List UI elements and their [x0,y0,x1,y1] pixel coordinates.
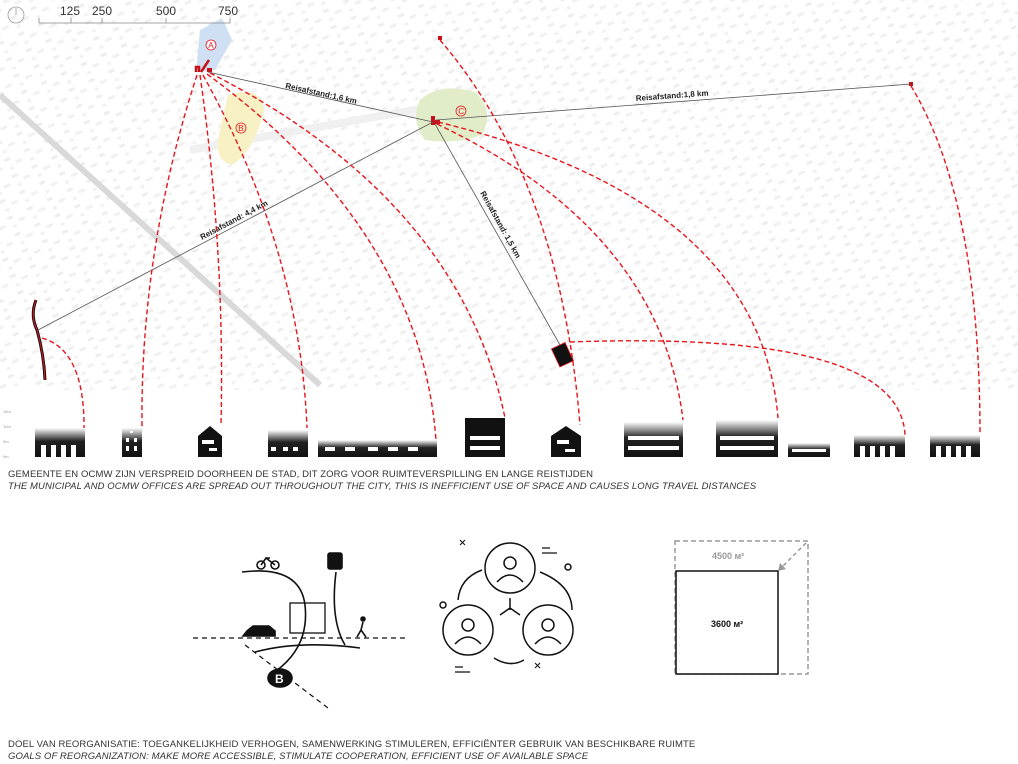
height-label: 10m [3,424,11,429]
pedestrian-icon [356,616,367,638]
building-elevation [122,428,142,457]
car-icon [241,625,276,637]
building-elevations [35,418,980,457]
height-scale: 15m 10m 5m 0m [3,409,11,459]
area-before-label: 4500 м² [712,551,744,561]
area-after-square [675,570,779,675]
site-markers: A B C [31,36,913,381]
person-icon [484,542,536,594]
train-station-icon [267,668,293,688]
caption-bottom-nl: DOEL VAN REORGANISATIE: TOEGANKELIJKHEID… [8,739,696,750]
building-elevation [716,420,778,457]
site-label-a: A [208,41,214,50]
station-letter: B [275,672,284,686]
railway [0,92,323,388]
height-label: 5m [3,439,9,444]
area-comparison: 4500 м² 3600 м² [674,540,809,675]
building-elevation [198,426,222,457]
bus-icon [327,552,343,570]
accessibility-diagram [193,552,405,709]
building-elevation [930,435,980,457]
caption-bottom: DOEL VAN REORGANISATIE: TOEGANKELIJKHEID… [8,739,695,762]
north-arrow-icon [7,6,25,24]
city-map [0,0,1018,390]
building-elevation [35,428,85,457]
area-after-label: 3600 м² [711,619,743,629]
site-label-c: C [458,107,464,116]
caption-top-nl: GEMEENTE EN OCMW ZIJN VERSPREID DOORHEEN… [8,469,594,480]
cooperation-diagram [439,539,574,673]
building-elevation [318,440,437,457]
site-c-area [416,88,488,142]
scale-tick: 125 [60,4,80,18]
height-label: 15m [3,409,11,414]
bicycle-icon [256,556,280,570]
site-building-links [41,39,981,441]
caption-bottom-en: GOALS OF REORGANIZATION: MAKE MORE ACCES… [8,751,589,762]
scale-tick: 500 [156,4,176,18]
building-elevation [624,422,683,457]
scale-tick: 750 [218,4,238,18]
building-elevation [551,426,581,457]
caption-top-en: THE MUNICIPAL AND OCMW OFFICES ARE SPREA… [8,481,757,492]
scale-tick: 250 [92,4,112,18]
building-elevation [268,430,308,457]
caption-top: GEMEENTE EN OCMW ZIJN VERSPREID DOORHEEN… [8,469,756,492]
person-icon [442,604,494,656]
person-icon [522,604,574,656]
site-label-b: B [238,124,243,133]
building-elevation [465,418,505,457]
height-label: 0m [3,454,9,459]
scale-bar: 125 250 500 750 [38,4,238,24]
building-elevation [854,435,905,457]
building-elevation [788,443,830,457]
